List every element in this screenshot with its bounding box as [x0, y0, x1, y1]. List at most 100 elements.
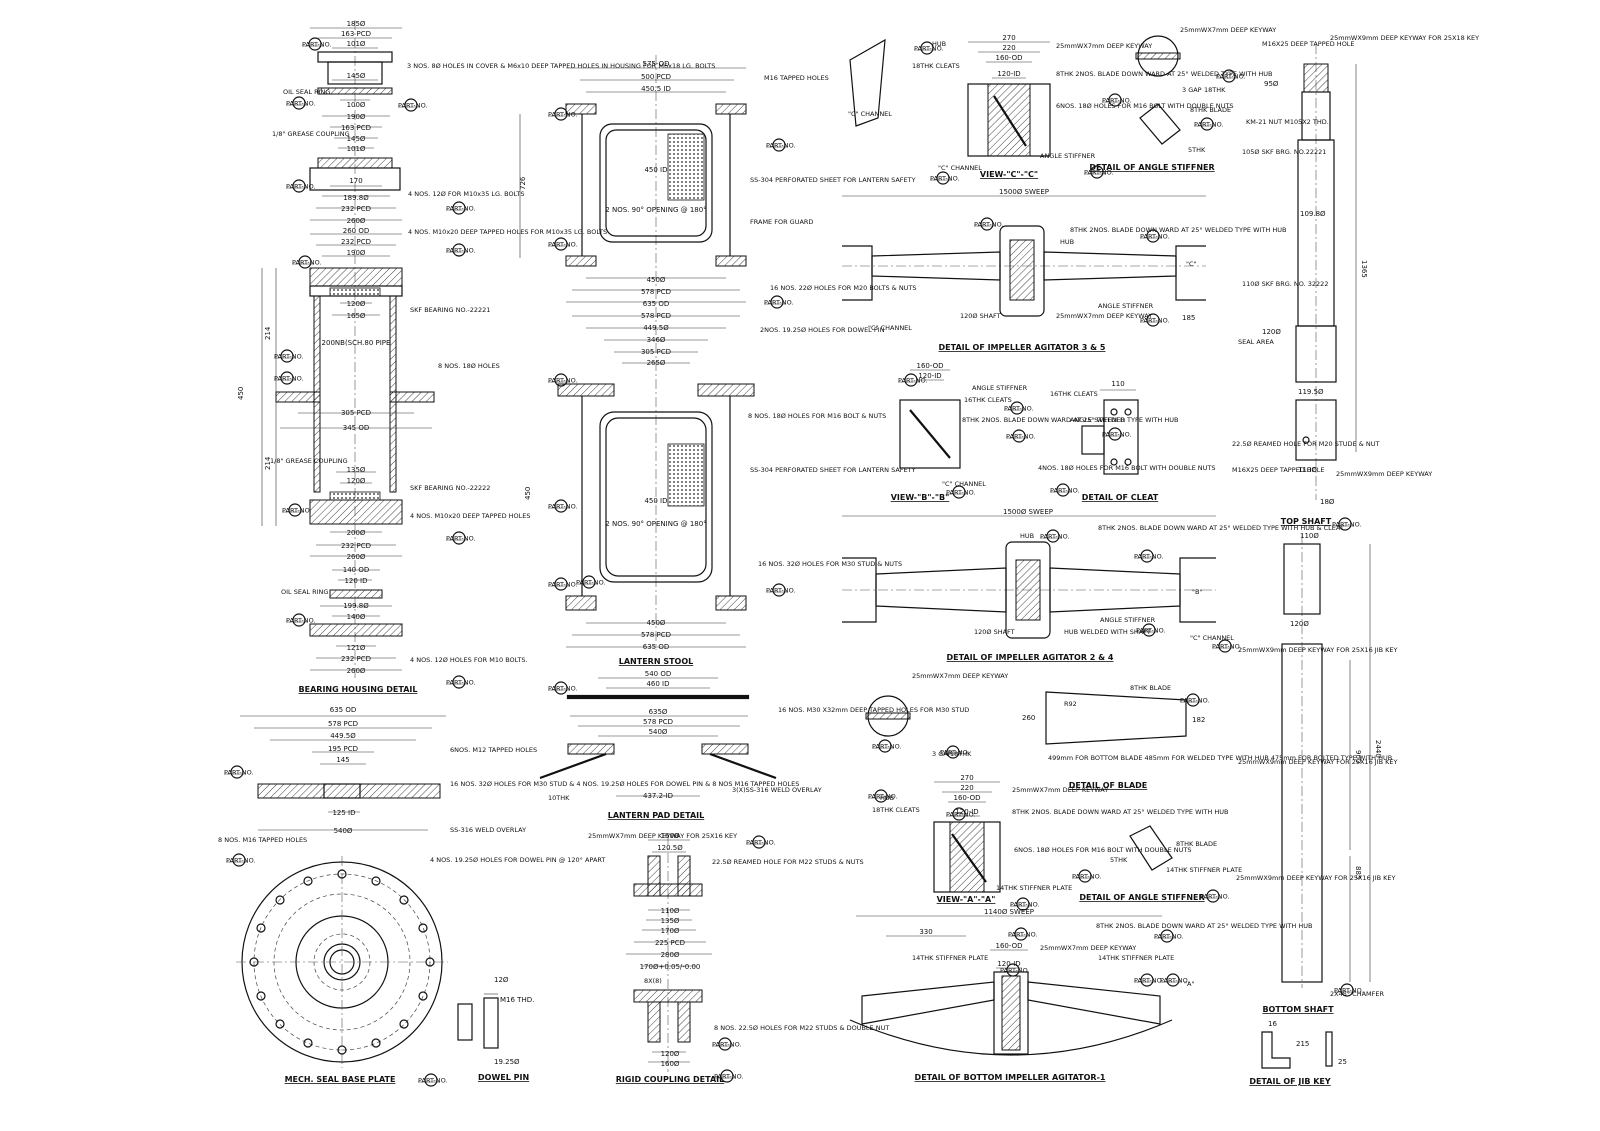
dim-575-od: 575-OD — [643, 60, 670, 68]
part-no-label: PART-NO. — [746, 839, 776, 847]
part-no-tag: PART-NO. — [1010, 897, 1040, 911]
note-dowel-4nos: 4 NOS. 19.25Ø HOLES FOR DOWEL PIN @ 120°… — [430, 856, 605, 864]
label-c-channel-35: "C" CHANNEL — [868, 324, 912, 332]
dim-185: 185 — [1182, 314, 1195, 322]
part-no-label: PART-NO. — [446, 679, 476, 687]
part-no-label: PART-NO. — [224, 769, 254, 777]
part-no-tag: PART-NO. — [946, 485, 976, 499]
label-8thk-blade: 8THK BLADE — [1190, 106, 1231, 114]
dim-450-h: 450 — [524, 487, 532, 500]
dim-260: 260Ø — [347, 217, 366, 225]
dim-346: 346Ø — [647, 336, 666, 344]
title-angle-stiffner-top: DETAIL OF ANGLE STIFFNER — [1089, 163, 1214, 172]
dim-449-5: 449.5Ø — [330, 732, 356, 740]
note-keyway-blade: 25mmWX7mm DEEP KEYWAY — [912, 672, 1008, 680]
part-no-tag: PART-NO. — [1004, 401, 1034, 415]
title-cleat: DETAIL OF CLEAT — [1082, 493, 1159, 502]
part-no-tag: PART-NO. — [1050, 483, 1080, 497]
label-c-channel-b: "C" CHANNEL — [942, 480, 986, 488]
dim-160-b: 160Ø — [661, 1060, 680, 1068]
dim-900: 900 — [1354, 750, 1362, 763]
dim-100: 100Ø — [347, 101, 366, 109]
dim-225-pcd: 225 PCD — [655, 939, 685, 947]
label-stiffner-24: ANGLE STIFFNER — [1100, 616, 1156, 624]
note-hub-welded: HUB WELDED WITH SHAFT — [1064, 628, 1151, 636]
dim-170: 170 — [349, 177, 362, 185]
impeller-agitator-2-4: 1500Ø SWEEP 8THK 2NOS. BLADE DOWN WARD A… — [842, 508, 1344, 662]
dim-19-25: 19.25Ø — [494, 1058, 520, 1066]
dim-145: 145Ø — [347, 72, 366, 80]
note-chamfer: 2X45° CHAMFER — [1330, 990, 1385, 998]
note-8nos-18-holes: 8 NOS. 18Ø HOLES — [438, 362, 500, 370]
note-cleat-holes: 4NOS. 18Ø HOLES FOR M16 BOLT WITH DOUBLE… — [1038, 464, 1215, 472]
dim-120-5: 120.5Ø — [657, 844, 683, 852]
note-16nos-22-holes: 16 NOS. 22Ø HOLES FOR M20 BOLTS & NUTS — [770, 284, 917, 292]
dim-1500-sweep-b: 1500Ø SWEEP — [1003, 508, 1053, 516]
dim-635: 635Ø — [649, 708, 668, 716]
note-16nos-32-holes: 16 NOS. 32Ø HOLES FOR M30 STUD & 4 NOS. … — [450, 780, 799, 788]
dim-195-pcd: 195 PCD — [328, 745, 358, 753]
note-bolts-c: 6NOS. 18Ø HOLES FOR M16 BOLT WITH DOUBLE… — [1056, 102, 1233, 110]
lantern-stool-detail: 575-OD 500 PCD 450.5 ID M16 TAPPED HOLES… — [519, 55, 917, 666]
note-m10-tapped-b: 4 NOS. M10x20 DEEP TAPPED HOLES — [410, 512, 531, 520]
top-shaft-detail: M16X25 DEEP TAPPED HOLE 25mmWX9mm DEEP K… — [1232, 34, 1479, 526]
dim-119-5: 119.5Ø — [1298, 388, 1324, 396]
dim-450: 450 — [237, 387, 245, 400]
part-no-tag: PART-NO. — [576, 575, 606, 589]
note-ss304-b: SS-304 PERFORATED SHEET FOR LANTERN SAFE… — [750, 466, 916, 474]
part-no-label: PART-NO. — [1102, 97, 1132, 105]
note-blade-b: 8THK 2NOS. BLADE DOWN WARD AT 25° WELDED… — [962, 416, 1178, 424]
dim-260-od: 260 OD — [343, 227, 370, 235]
dim-220: 220 — [1002, 44, 1015, 52]
title-impeller-24: DETAIL OF IMPELLER AGITATOR 2 & 4 — [947, 653, 1114, 662]
label-c-channel-2: "C" CHANNEL — [938, 164, 982, 172]
note-reamed-shaft: 22.5Ø REAMED HOLE FOR M20 STUDE & NUT — [1232, 440, 1379, 448]
dim-214: 214 — [264, 326, 272, 340]
title-bottom-shaft: BOTTOM SHAFT — [1262, 1005, 1334, 1014]
note-blade-c: 8THK 2NOS. BLADE DOWN WARD AT 25° WELDED… — [1056, 70, 1272, 78]
dim-16: 16 — [1268, 1020, 1277, 1028]
label-pipe: 200NB(SCH.80 PIPE — [322, 339, 391, 347]
dim-101: 101Ø — [347, 40, 366, 48]
part-no-tag: PART-NO. — [1194, 117, 1224, 131]
part-no-label: PART-NO. — [914, 45, 944, 53]
dim-12: 12Ø — [494, 976, 509, 984]
dim-260-c: 260Ø — [347, 553, 366, 561]
dim-578-pcd: 578 PCD — [643, 718, 673, 726]
label-skf-22222: SKF BEARING NO.-22222 — [410, 484, 490, 492]
note-frame-guard: FRAME FOR GUARD — [750, 218, 813, 226]
label-c-channel: "C" CHANNEL — [848, 110, 892, 118]
note-jib-3: 25mmWX9mm DEEP KEYWAY FOR 25X16 JIB KEY — [1236, 874, 1396, 882]
dim-437-2-id: 437.2-ID — [643, 792, 673, 800]
part-no-label: PART-NO. — [302, 41, 332, 49]
note-weld-overlay: 3(X)SS-316 WELD OVERLAY — [732, 786, 822, 794]
part-no-tag: PART-NO. — [286, 96, 316, 110]
label-arrow-a: "A" — [1184, 980, 1194, 988]
part-no-label: PART-NO. — [1332, 521, 1362, 529]
note-bottom-tapped: M16X25 DEEP TAPPED HOLE — [1232, 466, 1325, 474]
title-blade: DETAIL OF BLADE — [1069, 781, 1148, 790]
part-no-tag: PART-NO. — [446, 201, 476, 215]
part-no-label: PART-NO. — [226, 857, 256, 865]
note-opening: 2 NOS. 90° OPENING @ 180° — [605, 206, 706, 214]
note-keyway-bottom: 25mmWX7mm DEEP KEYWAY — [1040, 944, 1136, 952]
part-no-tag: PART-NO. — [714, 1069, 744, 1083]
dim-182: 182 — [1192, 716, 1205, 724]
note-keyway: 25mmWX7mm DEEP KEYWAY FOR 25X16 KEY — [588, 832, 737, 840]
part-no-label: PART-NO. — [576, 579, 606, 587]
dim-110-bottom: 110Ø — [1300, 532, 1319, 540]
dim-232-pcd-4: 232 PCD — [341, 655, 371, 663]
note-skf-22221: 105Ø SKF BRG. NO.22221 — [1242, 148, 1326, 156]
dim-109-8: 109.8Ø — [1300, 210, 1326, 218]
part-no-label: PART-NO. — [766, 587, 796, 595]
note-bolts-a: 6NOS. 18Ø HOLES FOR M16 BOLT WITH DOUBLE… — [1014, 846, 1191, 854]
dim-r92: R92 — [1064, 700, 1077, 708]
bearing-housing-detail: 185Ø 163 PCD 101Ø 3 NOS. 8Ø HOLES IN COV… — [237, 20, 715, 694]
title-view-a: VIEW-"A"-"A" — [937, 895, 996, 904]
dim-450: 450Ø — [647, 276, 666, 284]
part-no-tag: PART-NO. — [766, 583, 796, 597]
title-bottom-impeller: DETAIL OF BOTTOM IMPELLER AGITATOR-1 — [915, 1073, 1106, 1082]
dim-120-b: 120Ø — [661, 1050, 680, 1058]
part-no-label: PART-NO. — [286, 100, 316, 108]
dim-25: 25 — [1338, 1058, 1347, 1066]
